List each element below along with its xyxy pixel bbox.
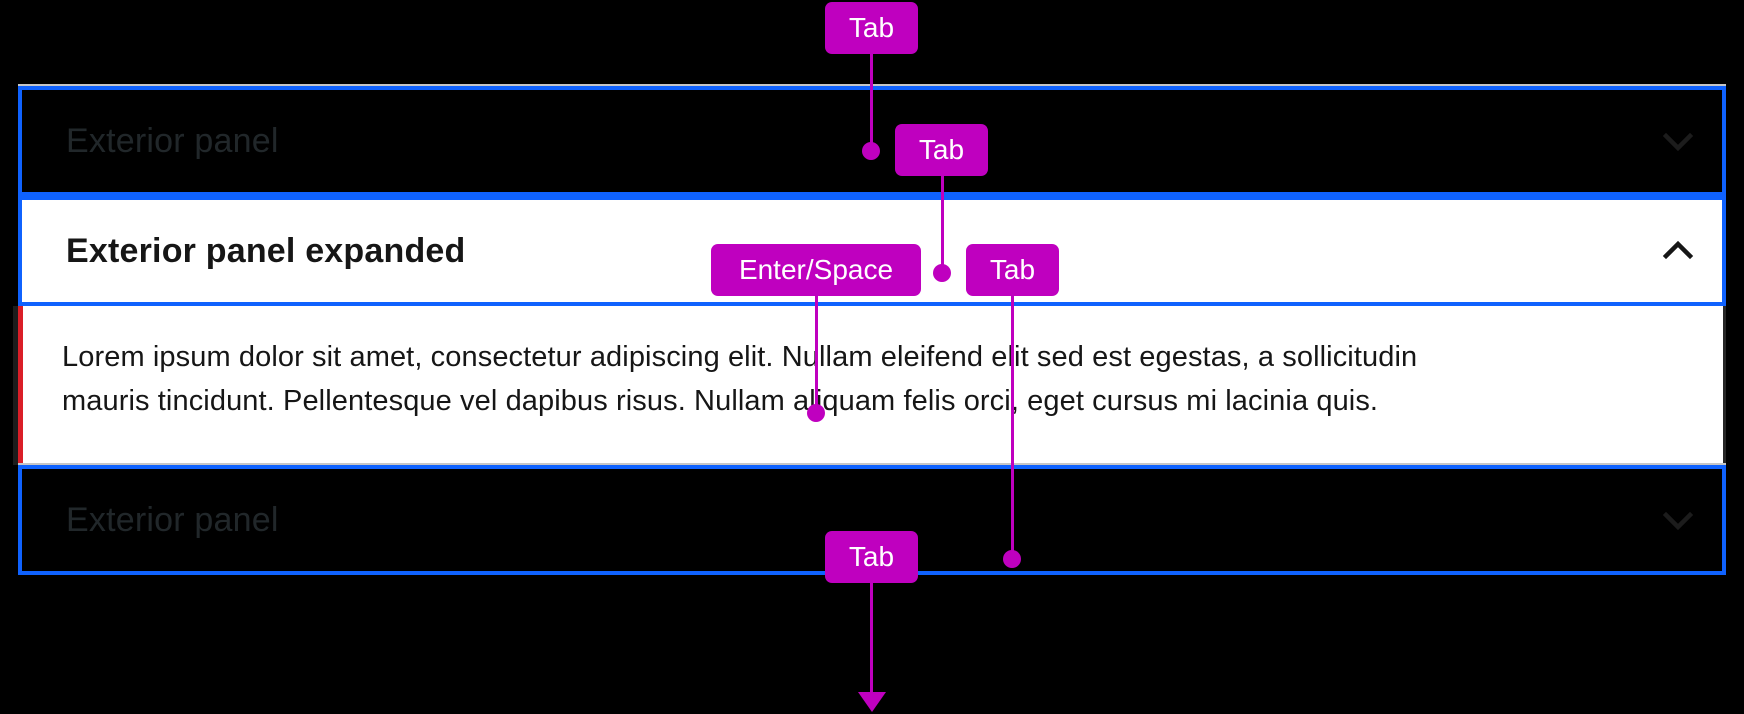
panel-body-error-accent — [18, 306, 23, 465]
panel-title-bottom: Exterior panel — [66, 500, 279, 539]
accordion-panel-collapsed-bottom: Exterior panel — [18, 463, 1726, 575]
panel-body-left-edge — [13, 306, 18, 465]
chevron-down-icon-bottom[interactable] — [1660, 502, 1696, 538]
panel-body-text: Lorem ipsum dolor sit amet, consectetur … — [62, 341, 1418, 417]
panel-header-collapsed-bottom[interactable]: Exterior panel — [18, 465, 1726, 575]
chevron-up-icon[interactable] — [1660, 233, 1696, 269]
panel-title-expanded: Exterior panel expanded — [66, 231, 466, 270]
panel-title: Exterior panel — [66, 121, 279, 160]
chevron-down-icon[interactable] — [1660, 123, 1696, 159]
accordion-panel-expanded: Exterior panel expanded Lorem ipsum dolo… — [13, 196, 1726, 465]
panel-body-expanded: Lorem ipsum dolor sit amet, consectetur … — [13, 306, 1726, 465]
panel-divider-bottom — [18, 463, 1726, 465]
accordion-panel-collapsed-top: Exterior panel — [18, 84, 1726, 196]
accordion: Exterior panel Exterior panel expanded L… — [13, 84, 1726, 575]
panel-header-collapsed-top[interactable]: Exterior panel — [18, 86, 1726, 196]
leader-line-tab-4 — [870, 583, 873, 695]
key-badge-tab-1: Tab — [825, 2, 918, 54]
panel-header-expanded[interactable]: Exterior panel expanded — [18, 196, 1726, 306]
leader-arrow-tab-4 — [858, 692, 886, 712]
